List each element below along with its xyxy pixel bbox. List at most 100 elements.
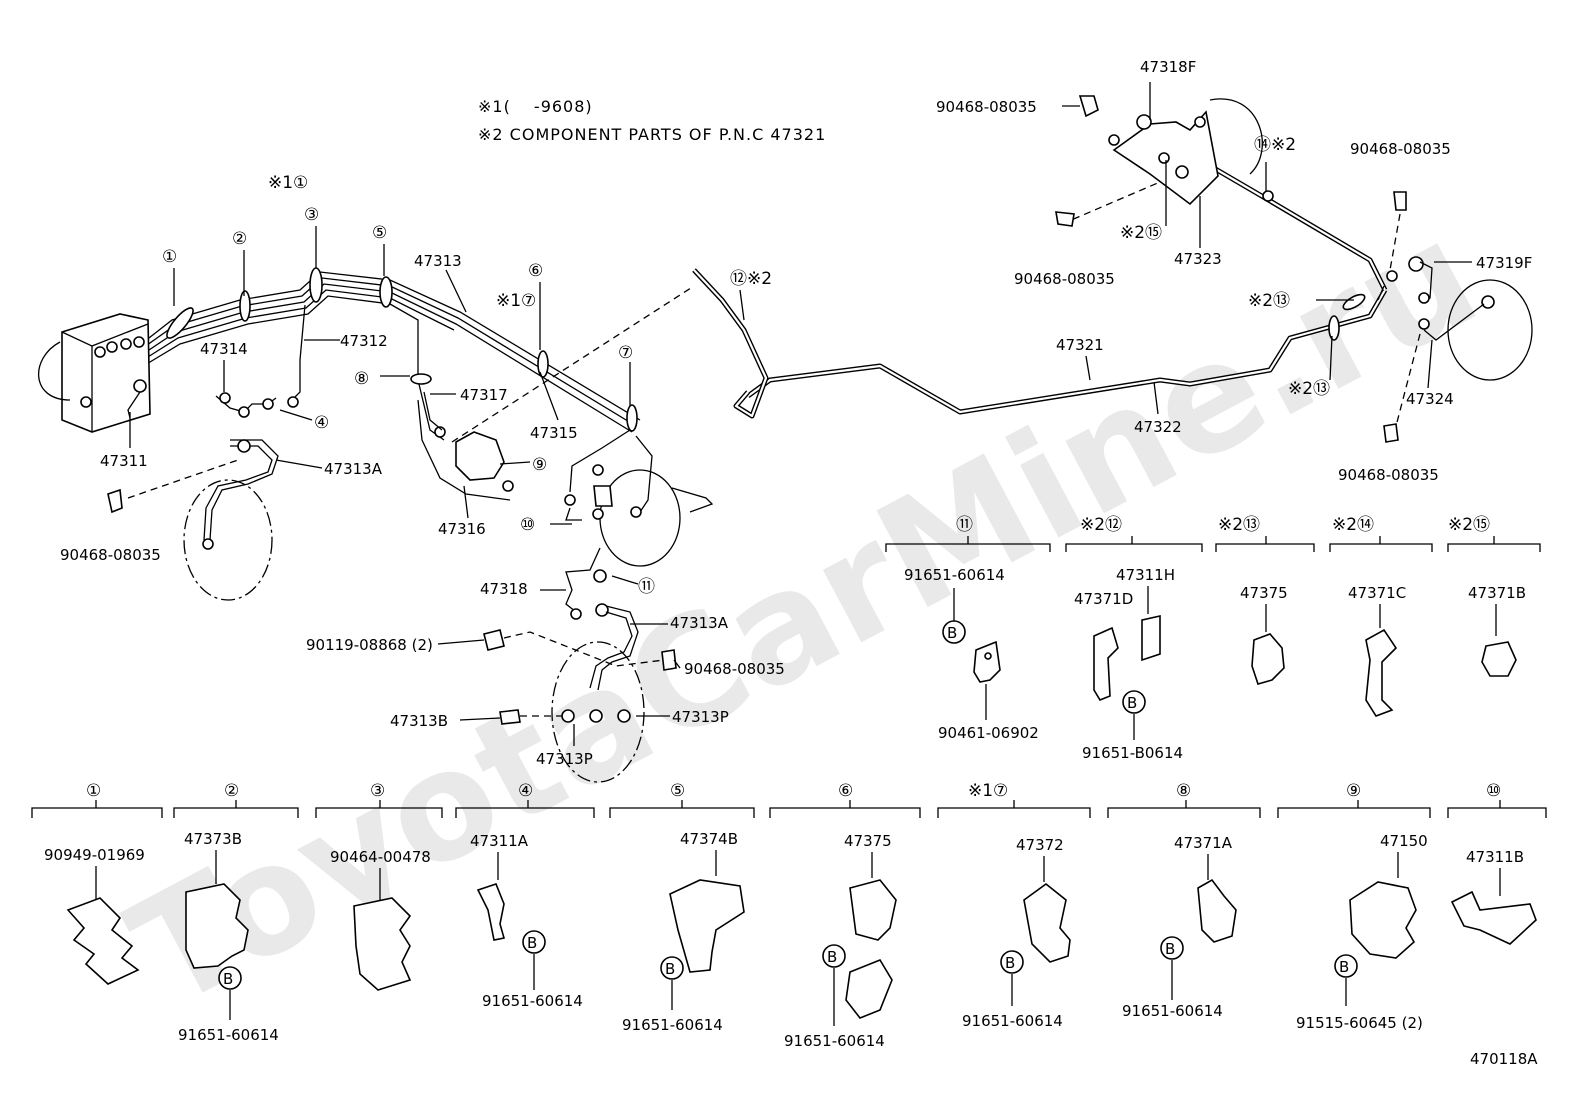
section-b1-part-1: 90949-01969 — [44, 846, 145, 864]
label-90468-c: 90468-08035 — [1014, 270, 1115, 288]
note-2: ※2 COMPONENT PARTS OF P.N.C 47321 — [478, 125, 826, 144]
section-b9-part-2: 91515-60645 (2) — [1296, 1014, 1423, 1032]
section-b6-part-2: 91651-60614 — [784, 1032, 885, 1050]
center-valve-area — [417, 285, 714, 567]
figure-code: 470118A — [1470, 1050, 1538, 1068]
label-c1: ① — [162, 247, 177, 267]
label-90468-d: 90468-08035 — [1338, 466, 1439, 484]
section-b9-bolt: B — [1339, 958, 1349, 976]
label-90468-b: 90468-08035 — [1350, 140, 1451, 158]
section-head-14: ※2⑭ — [1332, 515, 1374, 535]
section-b5-part-1: 47374B — [680, 830, 738, 848]
section-b9-part-1: 47150 — [1380, 832, 1428, 850]
section-b4-part-1: 47311A — [470, 832, 529, 850]
label-47313: 47313 — [414, 252, 462, 270]
callouts: 47318F 90468-08035 ⑭※2 90468-08035 ※2⑮ 4… — [60, 58, 1532, 768]
section-head-b7: ※1⑦ — [968, 781, 1008, 801]
watermark: ToyotaCarMine.ru — [105, 188, 1504, 1042]
label-c5: ⑤ — [372, 223, 387, 243]
label-47313A-a: 47313A — [324, 460, 383, 478]
label-c8: ⑧ — [354, 369, 369, 389]
label-47318: 47318 — [480, 580, 528, 598]
section-b4-part-2: 91651-60614 — [482, 992, 583, 1010]
section-b5-bolt: B — [665, 960, 675, 978]
label-c3: ③ — [304, 205, 319, 225]
label-1-7: ※1⑦ — [496, 291, 536, 311]
section-b6-part-1: 47375 — [844, 832, 892, 850]
front-left-hose — [107, 392, 299, 601]
section-b7-part-1: 47372 — [1016, 836, 1064, 854]
section-11-part-1: 91651-60614 — [904, 566, 1005, 584]
label-47324: 47324 — [1406, 390, 1454, 408]
section-b6-bolt: B — [827, 948, 837, 966]
section-head-b10: ⑩ — [1486, 781, 1501, 801]
label-c9: ⑨ — [532, 455, 547, 475]
label-47321: 47321 — [1056, 336, 1104, 354]
section-b4-bolt: B — [527, 934, 537, 952]
right-rear-assembly — [1055, 95, 1533, 443]
section-b7-part-2: 91651-60614 — [962, 1012, 1063, 1030]
section-b3-part-1: 90464-00478 — [330, 848, 431, 866]
section-b2-part-2: 91651-60614 — [178, 1026, 279, 1044]
section-head-b8: ⑧ — [1176, 781, 1191, 801]
note-1: ※1( -9608) — [478, 97, 593, 116]
label-c7: ⑦ — [618, 343, 633, 363]
label-47319F: 47319F — [1476, 254, 1532, 272]
master-cylinder-block — [37, 313, 151, 433]
label-47313A-b: 47313A — [670, 614, 729, 632]
label-47318F: 47318F — [1140, 58, 1196, 76]
label-47317: 47317 — [460, 386, 508, 404]
section-head-b1: ① — [86, 781, 101, 801]
section-b2-bolt: B — [223, 970, 233, 988]
label-c2: ② — [232, 229, 247, 249]
section-head-11: ⑪ — [956, 515, 973, 535]
label-90119: 90119-08868 (2) — [306, 636, 433, 654]
label-90468-f: 90468-08035 — [684, 660, 785, 678]
section-14-part-1: 47371C — [1348, 584, 1406, 602]
label-47313P-a: 47313P — [672, 708, 729, 726]
section-11-bolt: B — [947, 624, 957, 642]
section-head-b3: ③ — [370, 781, 385, 801]
label-2-13a: ※2⑬ — [1248, 291, 1290, 311]
section-head-b5: ⑤ — [670, 781, 685, 801]
sections-bottom: ① 90949-01969 ② 47373B B 91651-60614 ③ 9… — [31, 781, 1547, 1050]
pipe-bundle — [139, 267, 641, 441]
label-c4: ④ — [314, 413, 329, 433]
label-47313B: 47313B — [390, 712, 448, 730]
label-47323: 47323 — [1174, 250, 1222, 268]
label-47316: 47316 — [438, 520, 486, 538]
rear-hose-lower — [483, 547, 677, 783]
sections-top: ⑪ 91651-60614 B 90461-06902 ※2⑫ 47311H 4… — [885, 515, 1541, 762]
section-11-part-2: 90461-06902 — [938, 724, 1039, 742]
section-b8-bolt: B — [1165, 940, 1175, 958]
section-head-b6: ⑥ — [838, 781, 853, 801]
label-c10: ⑩ — [520, 515, 535, 535]
section-b2-part-1: 47373B — [184, 830, 242, 848]
label-1-1: ※1① — [268, 173, 308, 193]
section-head-b9: ⑨ — [1346, 781, 1361, 801]
label-14-2: ⑭※2 — [1254, 135, 1296, 155]
label-47313P-b: 47313P — [536, 750, 593, 768]
section-head-12: ※2⑫ — [1080, 515, 1122, 535]
section-head-15: ※2⑮ — [1448, 515, 1490, 535]
label-47315: 47315 — [530, 424, 578, 442]
section-head-13: ※2⑬ — [1218, 515, 1260, 535]
label-90468-a: 90468-08035 — [936, 98, 1037, 116]
label-47312: 47312 — [340, 332, 388, 350]
label-47314: 47314 — [200, 340, 248, 358]
section-b7-bolt: B — [1005, 954, 1015, 972]
label-90468-e: 90468-08035 — [60, 546, 161, 564]
label-c11: ⑪ — [638, 577, 655, 597]
section-b8-part-2: 91651-60614 — [1122, 1002, 1223, 1020]
section-b10-part-1: 47311B — [1466, 848, 1524, 866]
section-15-part-1: 47371B — [1468, 584, 1526, 602]
section-head-b2: ② — [224, 781, 239, 801]
section-head-b4: ④ — [518, 781, 533, 801]
label-2-15: ※2⑮ — [1120, 223, 1162, 243]
section-12-part-1: 47311H — [1116, 566, 1175, 584]
section-13-part-1: 47375 — [1240, 584, 1288, 602]
label-2-13b: ※2⑬ — [1288, 379, 1330, 399]
section-b5-part-2: 91651-60614 — [622, 1016, 723, 1034]
section-12-part-2: 47371D — [1074, 590, 1133, 608]
